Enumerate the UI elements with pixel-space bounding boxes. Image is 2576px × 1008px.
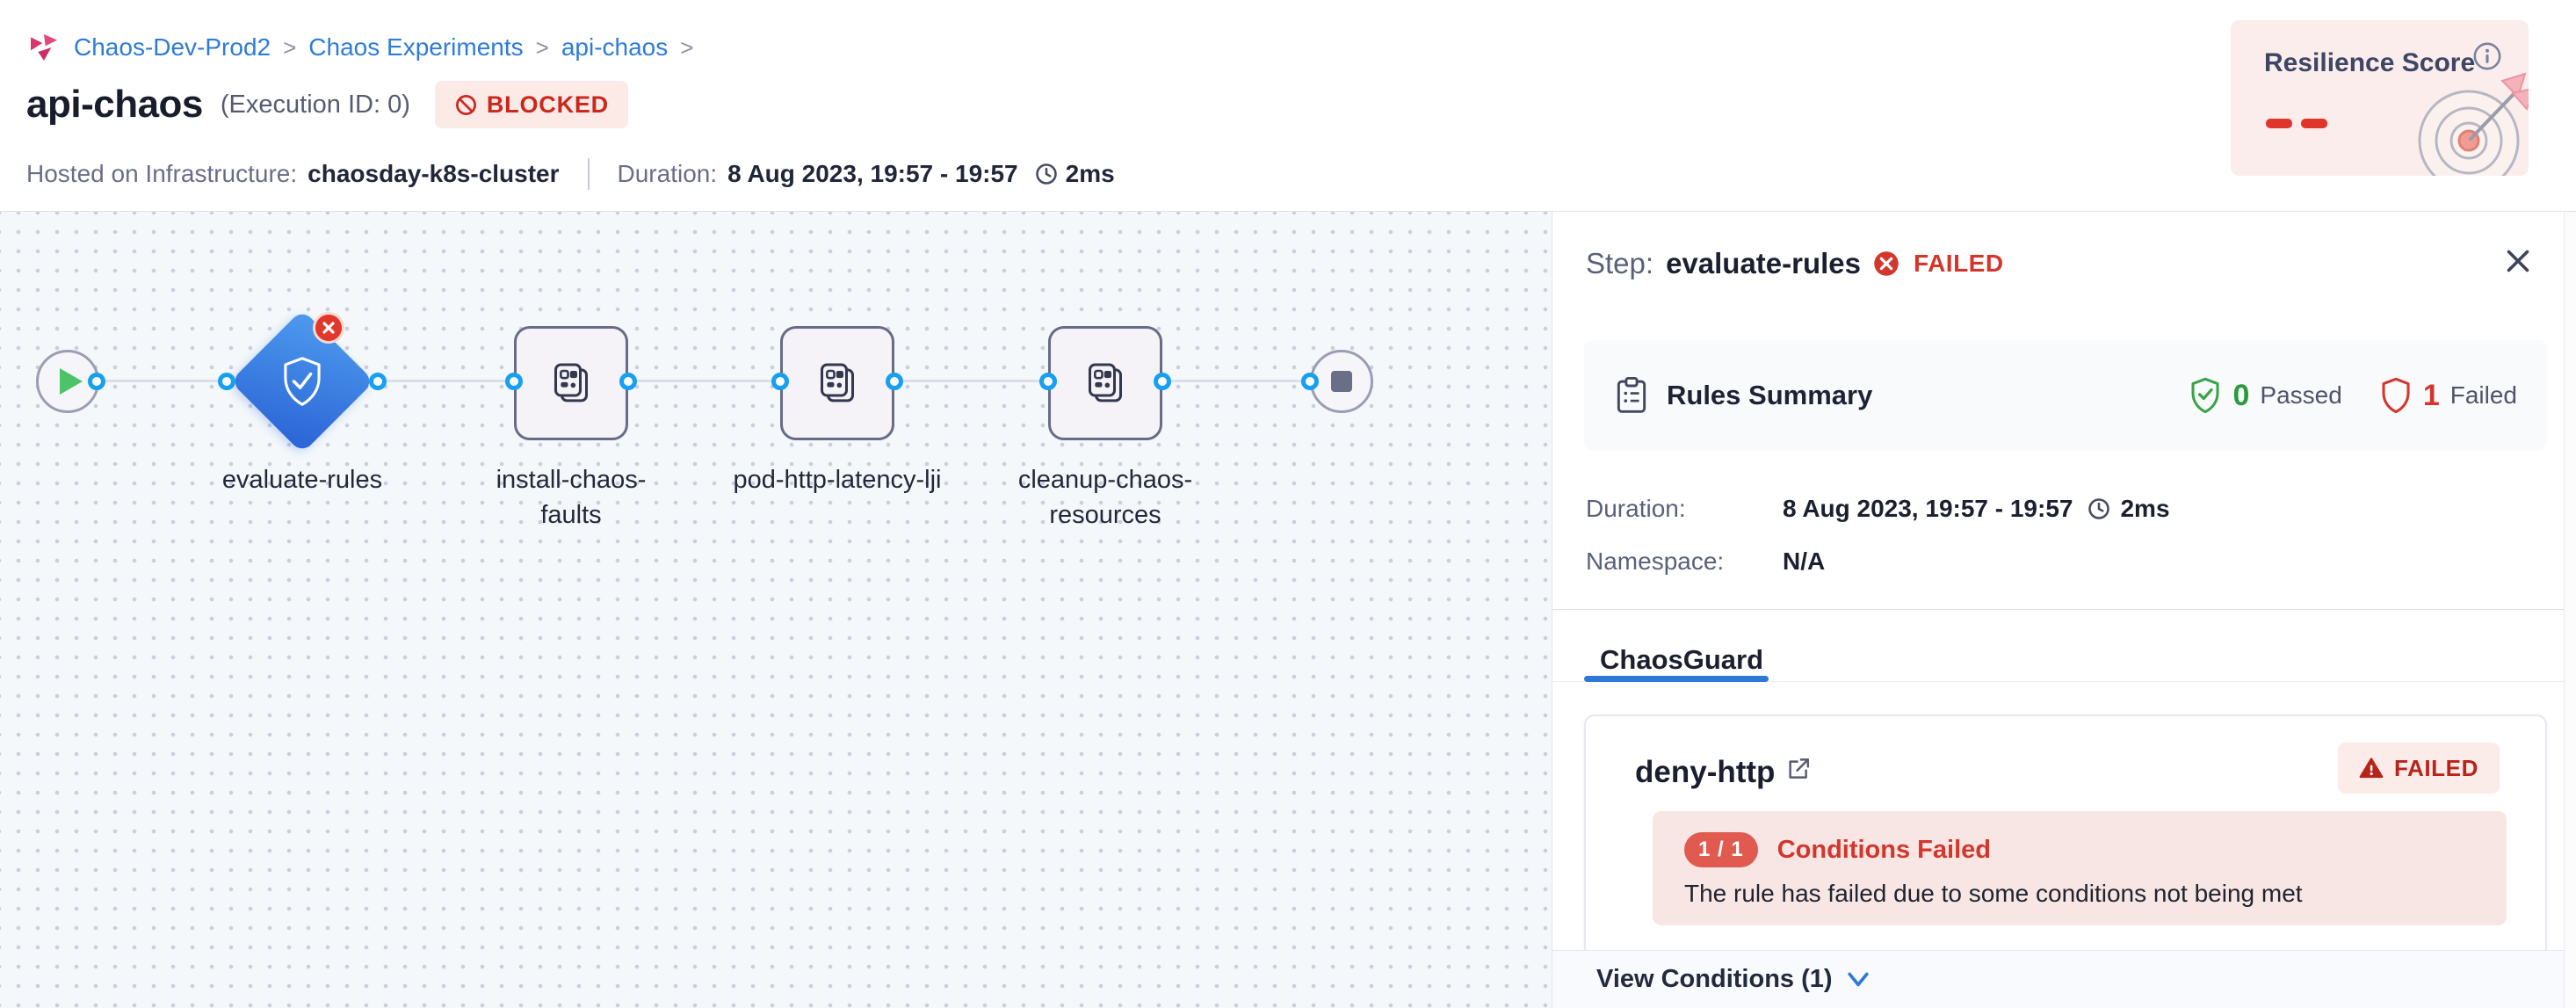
step-status-label: FAILED — [1914, 250, 2004, 277]
panel-scrollbar[interactable] — [2564, 212, 2576, 1008]
node-label: cleanup-chaos-resources — [1017, 466, 1193, 529]
tab-hairline — [1552, 681, 2576, 682]
duration-label: Duration: — [1586, 495, 1686, 522]
rules-summary-title: Rules Summary — [1667, 380, 1873, 410]
node-cleanup-chaos-resources[interactable] — [1048, 326, 1162, 440]
conditions-failed-title: Conditions Failed — [1776, 835, 1991, 864]
breadcrumb-separator: > — [680, 33, 694, 61]
node-label: pod-http-latency-lji — [733, 466, 942, 494]
failed-count: 1 — [2422, 378, 2440, 412]
page-header: Chaos-Dev-Prod2 > Chaos Experiments > ap… — [0, 0, 2576, 212]
view-conditions-label: View Conditions (1) — [1596, 965, 1833, 993]
node-pod-http-latency-lji[interactable] — [780, 326, 894, 440]
rule-name: deny-http — [1635, 755, 1776, 789]
breadcrumb-separator: > — [283, 33, 297, 61]
breadcrumb-experiment-link[interactable]: api-chaos — [561, 33, 669, 61]
breadcrumb-separator: > — [535, 33, 549, 61]
chaos-module-logo-icon — [31, 34, 57, 61]
conditions-failed-message: The rule has failed due to some conditio… — [1684, 880, 2303, 907]
failed-circle-x-icon — [1874, 251, 1899, 276]
warning-triangle-icon — [2359, 758, 2384, 779]
step-label: Step: — [1586, 247, 1654, 279]
connector-port — [505, 373, 523, 390]
rules-summary-bar: Rules Summary 0 Passed 1 Failed — [1584, 340, 2547, 451]
shield-check-icon — [251, 330, 353, 432]
external-link-icon[interactable] — [1785, 757, 1810, 780]
step-details-panel: Step: evaluate-rules FAILED Rules Summar… — [1552, 212, 2576, 1008]
pipeline-canvas[interactable]: evaluate-rules install-chaos-faults pod-… — [0, 212, 1552, 1008]
breadcrumb-experiments-link[interactable]: Chaos Experiments — [308, 33, 524, 61]
breadcrumb: Chaos-Dev-Prod2 > Chaos Experiments > ap… — [26, 30, 693, 65]
connector-port — [619, 373, 637, 390]
execution-id: (Execution ID: 0) — [220, 90, 410, 119]
elapsed-time: 2ms — [1034, 160, 1115, 188]
connector-port — [771, 373, 789, 390]
blocked-icon — [455, 94, 476, 115]
conditions-failed-box: 1 / 1 Conditions Failed The rule has fai… — [1653, 811, 2507, 925]
duration-label: Duration: — [617, 160, 718, 187]
shield-failed-icon — [2382, 377, 2410, 414]
pipeline-connector-line — [68, 380, 1318, 382]
step-name: evaluate-rules — [1666, 247, 1862, 279]
divider — [1552, 609, 2576, 610]
duration-row: Duration: 8 Aug 2023, 19:57 - 19:57 2ms — [1586, 495, 2170, 523]
rule-status-badge: FAILED — [2337, 743, 2500, 794]
step-details-header: Step: evaluate-rules FAILED — [1586, 247, 2004, 280]
connector-port — [1301, 373, 1319, 390]
duration-value: 8 Aug 2023, 19:57 - 19:57 — [727, 160, 1018, 187]
play-icon — [60, 368, 83, 395]
status-badge-label: BLOCKED — [486, 91, 609, 118]
node-install-chaos-faults[interactable] — [514, 326, 628, 440]
resilience-score-title: Resilience Score — [2264, 48, 2476, 77]
close-icon[interactable] — [2502, 245, 2534, 277]
experiment-meta: Hosted on Infrastructure: chaosday-k8s-c… — [26, 158, 1115, 190]
status-badge-blocked: BLOCKED — [434, 81, 628, 128]
chevron-down-icon — [1847, 972, 1869, 986]
failed-status-badge-icon — [313, 312, 344, 344]
infra-label: Hosted on Infrastructure: — [26, 160, 298, 187]
passed-count: 0 — [2232, 378, 2250, 412]
tab-chaosguard[interactable]: ChaosGuard — [1600, 644, 1764, 675]
divider — [587, 158, 590, 190]
stop-icon — [1331, 371, 1352, 392]
info-icon[interactable] — [2472, 41, 2502, 71]
resilience-score-value — [2266, 119, 2327, 128]
view-conditions-toggle[interactable]: View Conditions (1) — [1596, 965, 1870, 994]
target-arrow-illustration — [2418, 72, 2529, 176]
pipeline-stop-node — [1310, 350, 1373, 413]
elapsed-value: 2ms — [1065, 160, 1115, 187]
rule-status-label: FAILED — [2393, 754, 2478, 781]
step-group-icon — [820, 363, 855, 402]
panel-footer: View Conditions (1) — [1552, 950, 2576, 1008]
node-label: evaluate-rules — [221, 466, 383, 494]
page-title: api-chaos — [26, 83, 203, 126]
connector-port — [1039, 373, 1057, 390]
namespace-label: Namespace: — [1586, 548, 1725, 575]
step-group-icon — [554, 363, 589, 402]
rules-summary-counts: 0 Passed 1 Failed — [2189, 377, 2517, 414]
clock-icon — [2088, 498, 2110, 519]
step-group-icon — [1088, 363, 1123, 402]
node-label: install-chaos-faults — [496, 466, 647, 529]
resilience-score-card: Resilience Score — [2231, 20, 2529, 176]
shield-passed-icon — [2191, 377, 2220, 414]
tab-active-indicator — [1584, 676, 1769, 682]
clock-icon — [1035, 163, 1057, 185]
clipboard-icon — [1617, 376, 1646, 413]
breadcrumb-project-link[interactable]: Chaos-Dev-Prod2 — [74, 33, 271, 61]
failed-label: Failed — [2449, 381, 2517, 409]
connector-port — [218, 373, 235, 390]
connector-port — [886, 373, 903, 390]
infra-value: chaosday-k8s-cluster — [308, 160, 560, 187]
namespace-row: Namespace: N/A — [1586, 548, 1825, 576]
connector-port — [369, 373, 387, 390]
connector-port — [88, 373, 105, 390]
passed-label: Passed — [2260, 381, 2342, 409]
conditions-count-pill: 1 / 1 — [1684, 832, 1758, 867]
title-row: api-chaos (Execution ID: 0) BLOCKED — [26, 81, 628, 128]
namespace-value: N/A — [1783, 548, 1826, 575]
duration-value: 8 Aug 2023, 19:57 - 19:57 — [1783, 495, 2073, 522]
connector-port — [1154, 373, 1171, 390]
duration-elapsed: 2ms — [2120, 495, 2170, 522]
